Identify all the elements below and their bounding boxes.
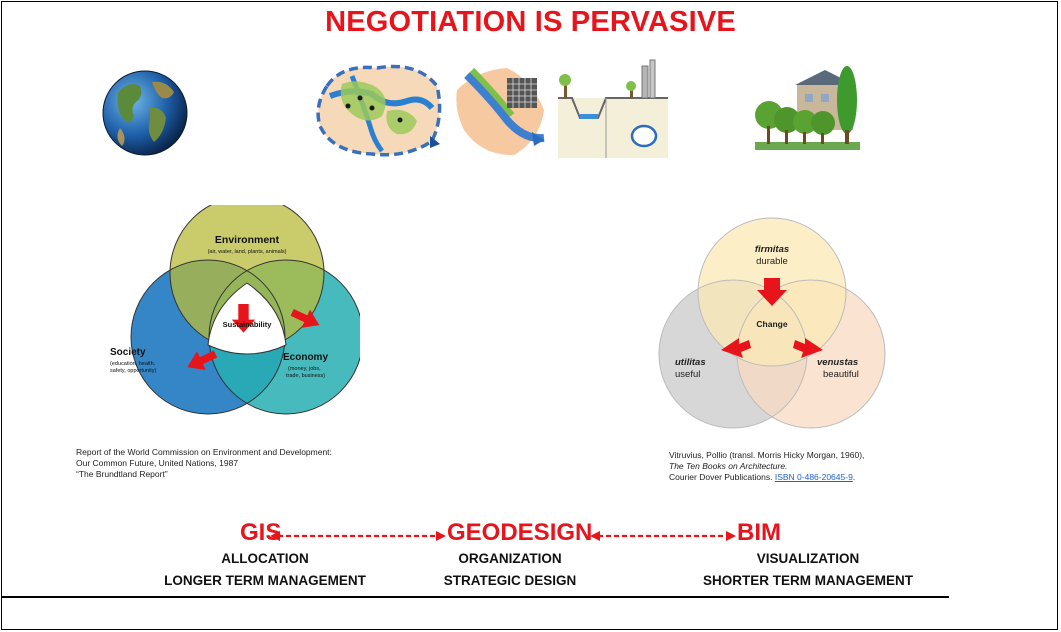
bim-label: BIM [737, 519, 781, 546]
globe-icon [102, 70, 188, 156]
environment-label: Environment [215, 234, 280, 246]
geodesign-line1: ORGANIZATION [458, 551, 562, 566]
vitruvius-venn: firmitas durable Change utilitas useful … [658, 217, 886, 429]
arrow-left-icon [793, 338, 823, 358]
sustainability-venn: Environment (air, water, land, plants, a… [110, 205, 360, 415]
regional-plan-icon [316, 64, 442, 157]
arrow-down-icon [757, 278, 787, 306]
vitruvius-citation: Vitruvius, Pollio (transl. Morris Hicky … [669, 450, 969, 483]
environment-sub: (air, water, land, plants, animals) [208, 249, 287, 255]
environment-circle [170, 205, 324, 350]
arrow-right-icon [721, 338, 751, 358]
citation-line: “The Brundtland Report” [76, 469, 168, 479]
venustas-sub: beautiful [823, 369, 859, 380]
divider-line [1, 596, 949, 598]
gis-line1: ALLOCATION [221, 551, 309, 566]
gis-label: GIS [240, 519, 282, 546]
brundtland-citation: Report of the World Commission on Enviro… [76, 447, 396, 480]
firmitas-label: firmitas [755, 244, 789, 255]
economy-sub2: trade, business) [286, 373, 325, 379]
utilitas-sub: useful [675, 369, 700, 380]
economy-label: Economy [283, 352, 328, 363]
gis-line2: LONGER TERM MANAGEMENT [164, 573, 366, 588]
arrow-right-icon [187, 350, 218, 371]
citation-line: Our Common Future, United Nations, 1987 [76, 458, 239, 468]
book-title: The Ten Books on Architecture. [669, 461, 788, 471]
geodesign-label: GEODESIGN [447, 519, 593, 546]
society-sub2: safety, opportunity) [110, 368, 157, 374]
street-section-icon [558, 59, 668, 158]
sustainability-label: Sustainability [223, 320, 273, 329]
change-label: Change [756, 319, 787, 329]
venustas-label: venustas [817, 357, 858, 368]
isbn-link[interactable]: ISBN 0-486-20645-9 [774, 472, 853, 482]
society-sub1: (education, health, [110, 361, 156, 367]
utilitas-label: utilitas [675, 357, 706, 368]
economy-sub1: (money, jobs, [288, 366, 321, 372]
publisher: Courier Dover Publications. [669, 472, 775, 482]
arrow-down-icon [231, 304, 256, 333]
geodesign-bim-double-arrow [590, 531, 736, 541]
house-trees-icon [755, 66, 860, 150]
firmitas-sub: durable [756, 256, 788, 267]
gis-geodesign-double-arrow [270, 531, 446, 541]
citation-line: Report of the World Commission on Enviro… [76, 447, 332, 457]
citation-line: Vitruvius, Pollio (transl. Morris Hicky … [669, 450, 865, 460]
geodesign-description: ORGANIZATION STRATEGIC DESIGN [420, 548, 600, 592]
bim-description: VISUALIZATION SHORTER TERM MANAGEMENT [678, 548, 938, 592]
district-plan-icon [456, 67, 545, 156]
citation-period: . [852, 472, 856, 482]
gis-description: ALLOCATION LONGER TERM MANAGEMENT [140, 548, 390, 592]
bim-line1: VISUALIZATION [756, 551, 860, 566]
slide-title: NEGOTIATION IS PERVASIVE [325, 6, 736, 38]
arrow-left-icon [290, 308, 320, 328]
geodesign-line2: STRATEGIC DESIGN [443, 573, 577, 588]
bim-line2: SHORTER TERM MANAGEMENT [703, 573, 913, 588]
society-label: Society [110, 347, 146, 358]
